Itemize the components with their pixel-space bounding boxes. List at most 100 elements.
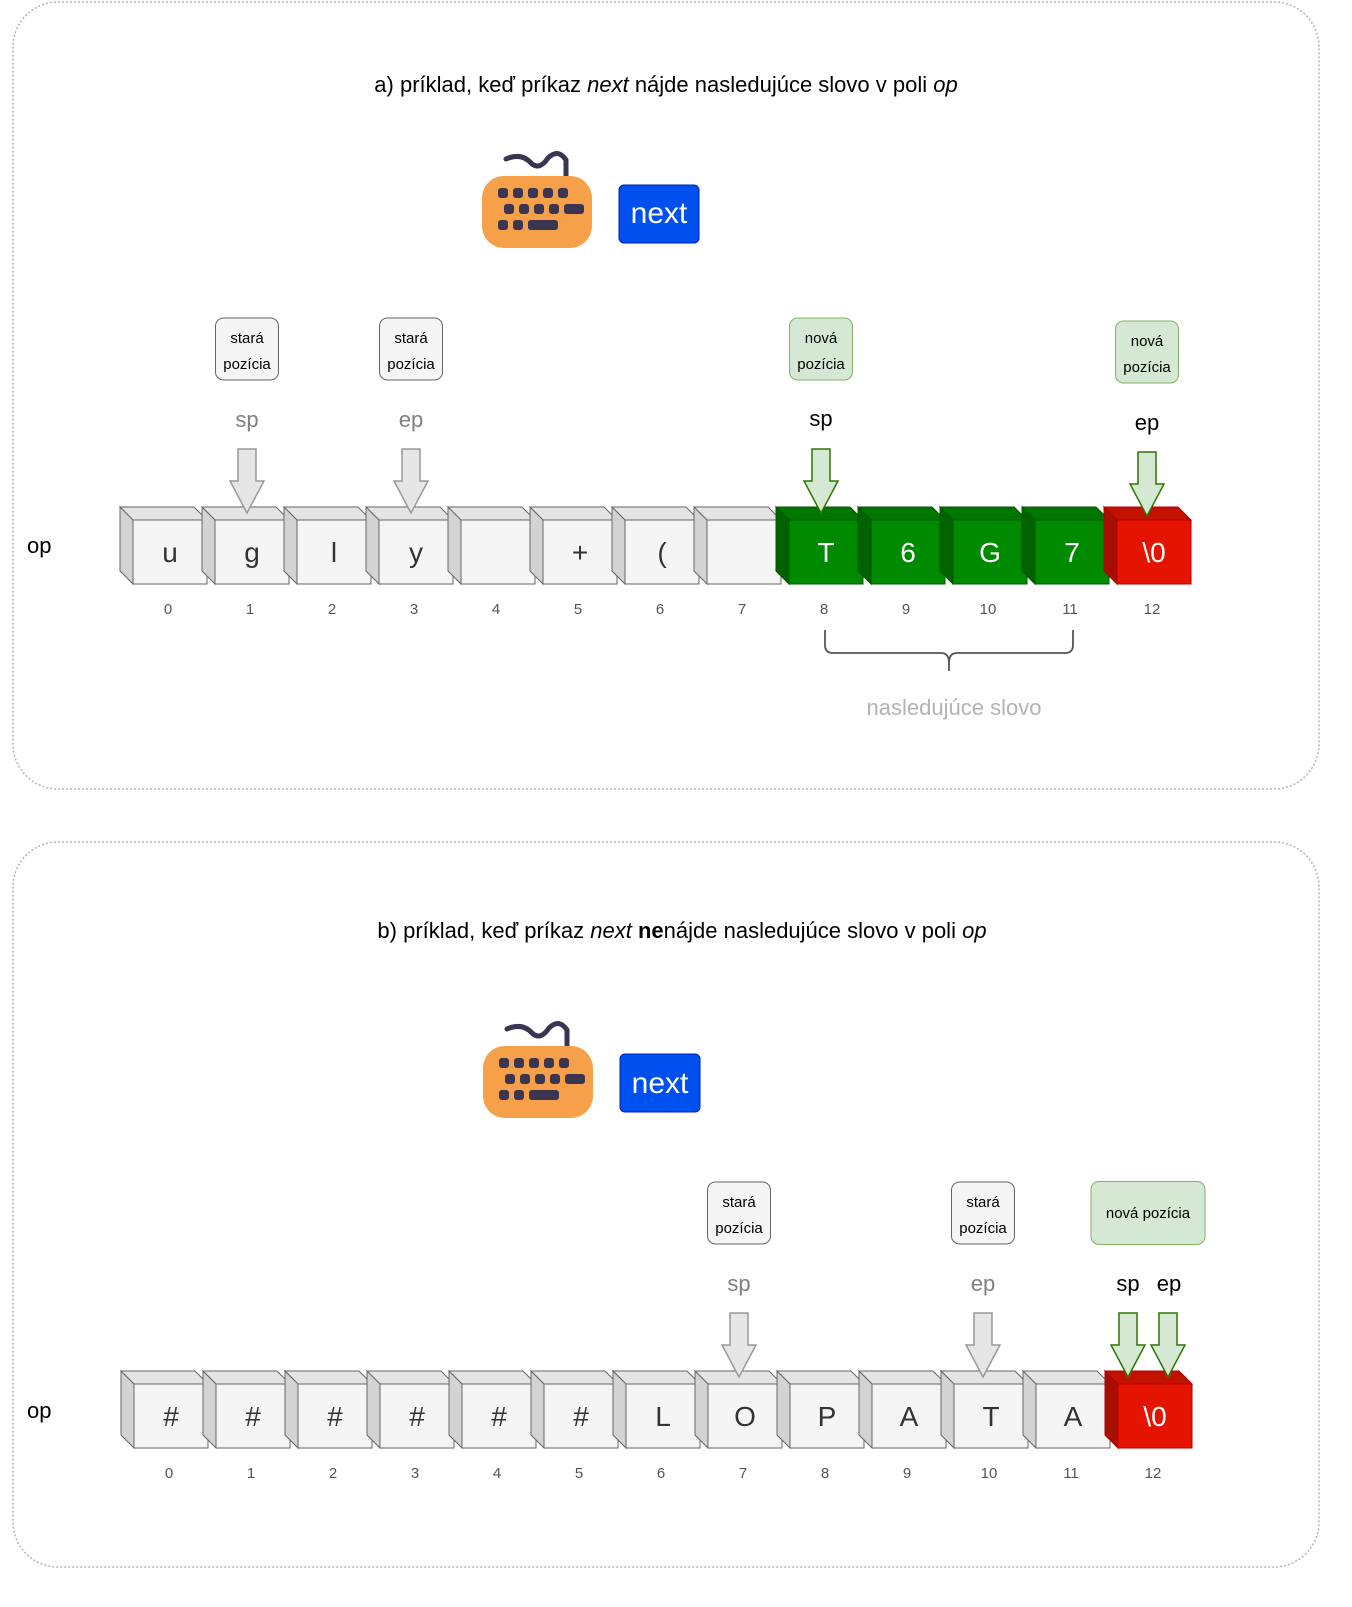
array-cell xyxy=(692,505,783,586)
old-pointer-arrow xyxy=(228,448,266,515)
new-pointer-arrow xyxy=(1128,451,1166,518)
svg-text:pozícia: pozícia xyxy=(223,356,271,373)
keyboard-icon xyxy=(483,1021,593,1118)
pointer-label: ep xyxy=(1157,1271,1181,1296)
new-position-box: nová pozícia xyxy=(1090,1181,1206,1245)
array-cell xyxy=(446,505,537,586)
cell-value: + xyxy=(572,537,588,568)
panel-a: a) príklad, keď príkaz next nájde nasled… xyxy=(12,1,1320,790)
cell-value: A xyxy=(900,1401,919,1432)
svg-text:stará: stará xyxy=(722,1194,756,1211)
cell-value: u xyxy=(162,537,178,568)
array-label: op xyxy=(27,1398,51,1423)
panel-b-title: b) príklad, keď príkaz next nenájde nasl… xyxy=(377,918,986,943)
svg-text:pozícia: pozícia xyxy=(959,1220,1007,1237)
cell-index: 3 xyxy=(410,601,418,618)
svg-text:pozícia: pozícia xyxy=(797,356,845,373)
cell-index: 9 xyxy=(903,1465,911,1482)
new-pointer-arrow xyxy=(1149,1312,1187,1379)
svg-text:pozícia: pozícia xyxy=(1123,359,1171,376)
pointers-b: stará pozícia sp stará pozícia ep nová pozícia… xyxy=(707,1181,1206,1379)
array-cell: + xyxy=(528,505,619,586)
pointer-label: sp xyxy=(727,1271,750,1296)
cell-value: \0 xyxy=(1142,537,1165,568)
cell-value: y xyxy=(409,537,423,568)
cell-value: T xyxy=(982,1401,999,1432)
cell-value: # xyxy=(491,1401,507,1432)
svg-text:pozícia: pozícia xyxy=(387,356,435,373)
cell-value: L xyxy=(655,1401,671,1432)
cell-value: 6 xyxy=(900,537,916,568)
array-cell: # xyxy=(283,1369,374,1450)
cell-value: O xyxy=(734,1401,756,1432)
array-cell: l xyxy=(282,505,373,586)
array-cell: # xyxy=(201,1369,292,1450)
pointer-label: ep xyxy=(1135,410,1159,435)
cell-value: ( xyxy=(657,537,667,568)
panel-a-title: a) príklad, keď príkaz next nájde nasled… xyxy=(374,72,957,97)
svg-text:pozícia: pozícia xyxy=(715,1220,763,1237)
pointer-label: ep xyxy=(971,1271,995,1296)
array-cell: g xyxy=(200,505,291,586)
cell-value: # xyxy=(409,1401,425,1432)
svg-text:stará: stará xyxy=(966,1194,1000,1211)
cell-index: 10 xyxy=(981,1465,998,1482)
array-cell: # xyxy=(529,1369,620,1450)
cell-index: 6 xyxy=(656,601,664,618)
array-cell: u xyxy=(118,505,209,586)
cell-index: 4 xyxy=(493,1465,501,1482)
old-position-box: stará pozícia xyxy=(215,317,279,381)
next-button[interactable]: next xyxy=(619,1053,701,1113)
cell-index: 1 xyxy=(246,601,254,618)
cell-index: 0 xyxy=(164,601,172,618)
panel-b-frame xyxy=(12,841,1320,1568)
cell-index: 7 xyxy=(739,1465,747,1482)
next-button[interactable]: next xyxy=(618,184,700,244)
cell-value: \0 xyxy=(1143,1401,1166,1432)
cell-index: 8 xyxy=(821,1465,829,1482)
array-cell: G xyxy=(938,505,1029,586)
cell-index: 5 xyxy=(575,1465,583,1482)
pointer-label: ep xyxy=(399,407,423,432)
array-label: op xyxy=(27,533,51,558)
array-cell: # xyxy=(447,1369,538,1450)
new-pointer-arrow xyxy=(1109,1312,1147,1379)
keyboard-icon xyxy=(482,151,592,248)
next-button-label: next xyxy=(631,197,688,230)
panel-b: b) príklad, keď príkaz next nenájde nasl… xyxy=(12,841,1320,1568)
cell-value: # xyxy=(573,1401,589,1432)
cell-value: l xyxy=(331,537,337,568)
array-cell: \0 xyxy=(1102,505,1193,586)
brace-label: nasledujúce slovo xyxy=(867,695,1042,720)
cell-value: g xyxy=(244,537,260,568)
pointer-label: sp xyxy=(809,406,832,431)
cell-index: 9 xyxy=(902,601,910,618)
cell-value: P xyxy=(818,1401,837,1432)
cell-index: 2 xyxy=(329,1465,337,1482)
pointer-label: sp xyxy=(235,407,258,432)
cell-index: 1 xyxy=(247,1465,255,1482)
array-cell: P xyxy=(775,1369,866,1450)
array-cell: T xyxy=(939,1369,1030,1450)
cell-index: 6 xyxy=(657,1465,665,1482)
cell-index: 0 xyxy=(165,1465,173,1482)
next-button-label: next xyxy=(632,1067,689,1100)
old-pointer-arrow xyxy=(392,448,430,515)
cell-value: 7 xyxy=(1064,537,1080,568)
old-pointer-arrow xyxy=(720,1312,758,1379)
cell-value: T xyxy=(817,537,834,568)
old-pointer-arrow xyxy=(964,1312,1002,1379)
cell-value: # xyxy=(245,1401,261,1432)
svg-text:stará: stará xyxy=(230,330,264,347)
cell-index: 11 xyxy=(1062,601,1078,618)
cell-index: 11 xyxy=(1063,1465,1079,1482)
pointer-label: sp xyxy=(1116,1271,1139,1296)
svg-text:nová pozícia: nová pozícia xyxy=(1106,1205,1191,1222)
array-cell: A xyxy=(857,1369,948,1450)
cell-index: 12 xyxy=(1145,1465,1162,1482)
